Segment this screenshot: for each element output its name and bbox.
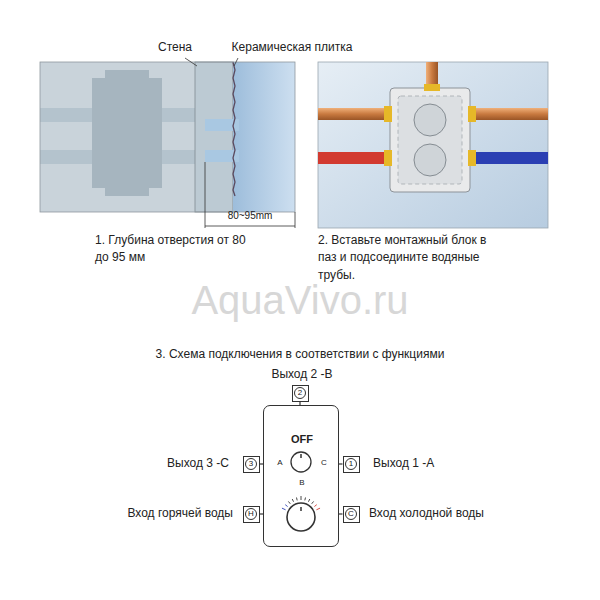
inlet-port: C [343, 506, 360, 523]
outlet-port: 2 [292, 385, 309, 402]
mounting-illustration [318, 62, 548, 228]
port-label: Выход 3 -С [167, 455, 229, 472]
position-mark: A [277, 459, 282, 467]
step-caption: 2. Вставьте монтажный блок в паз и подсо… [318, 232, 508, 284]
step-caption: 1. Глубина отверстия от 80 до 95 мм [95, 232, 260, 267]
outlet-port: 1 [343, 456, 360, 473]
knob-symbols [263, 405, 339, 547]
watermark: AquaVivo.ru [191, 271, 408, 329]
tile-label: Керамическая плитка [232, 39, 353, 56]
valve-body: OFF A C B [263, 405, 339, 547]
port-number: 2 [294, 387, 306, 399]
wall-section [40, 58, 295, 228]
outlet-port: 3 [243, 456, 260, 473]
position-mark: C [321, 459, 327, 467]
port-number: 1 [345, 458, 357, 470]
dimension-lines [205, 162, 295, 228]
port-label: Выход 1 -А [373, 455, 434, 472]
port-label: Вход горячей воды [127, 505, 233, 522]
off-mark: OFF [291, 434, 313, 445]
position-mark: B [299, 479, 304, 487]
port-label: Вход холодной воды [369, 505, 484, 522]
port-number: 3 [245, 458, 257, 470]
port-number: C [345, 508, 357, 520]
inlet-port: H [243, 506, 260, 523]
leader-line [234, 58, 238, 66]
dimension-label: 80~95mm [228, 209, 273, 224]
leader-line [185, 58, 197, 66]
step-caption: 3. Схема подключения в соответствии с фу… [156, 346, 445, 363]
wall-label: Стена [158, 39, 192, 56]
port-label: Выход 2 -В [271, 366, 332, 383]
port-number: H [245, 508, 257, 520]
